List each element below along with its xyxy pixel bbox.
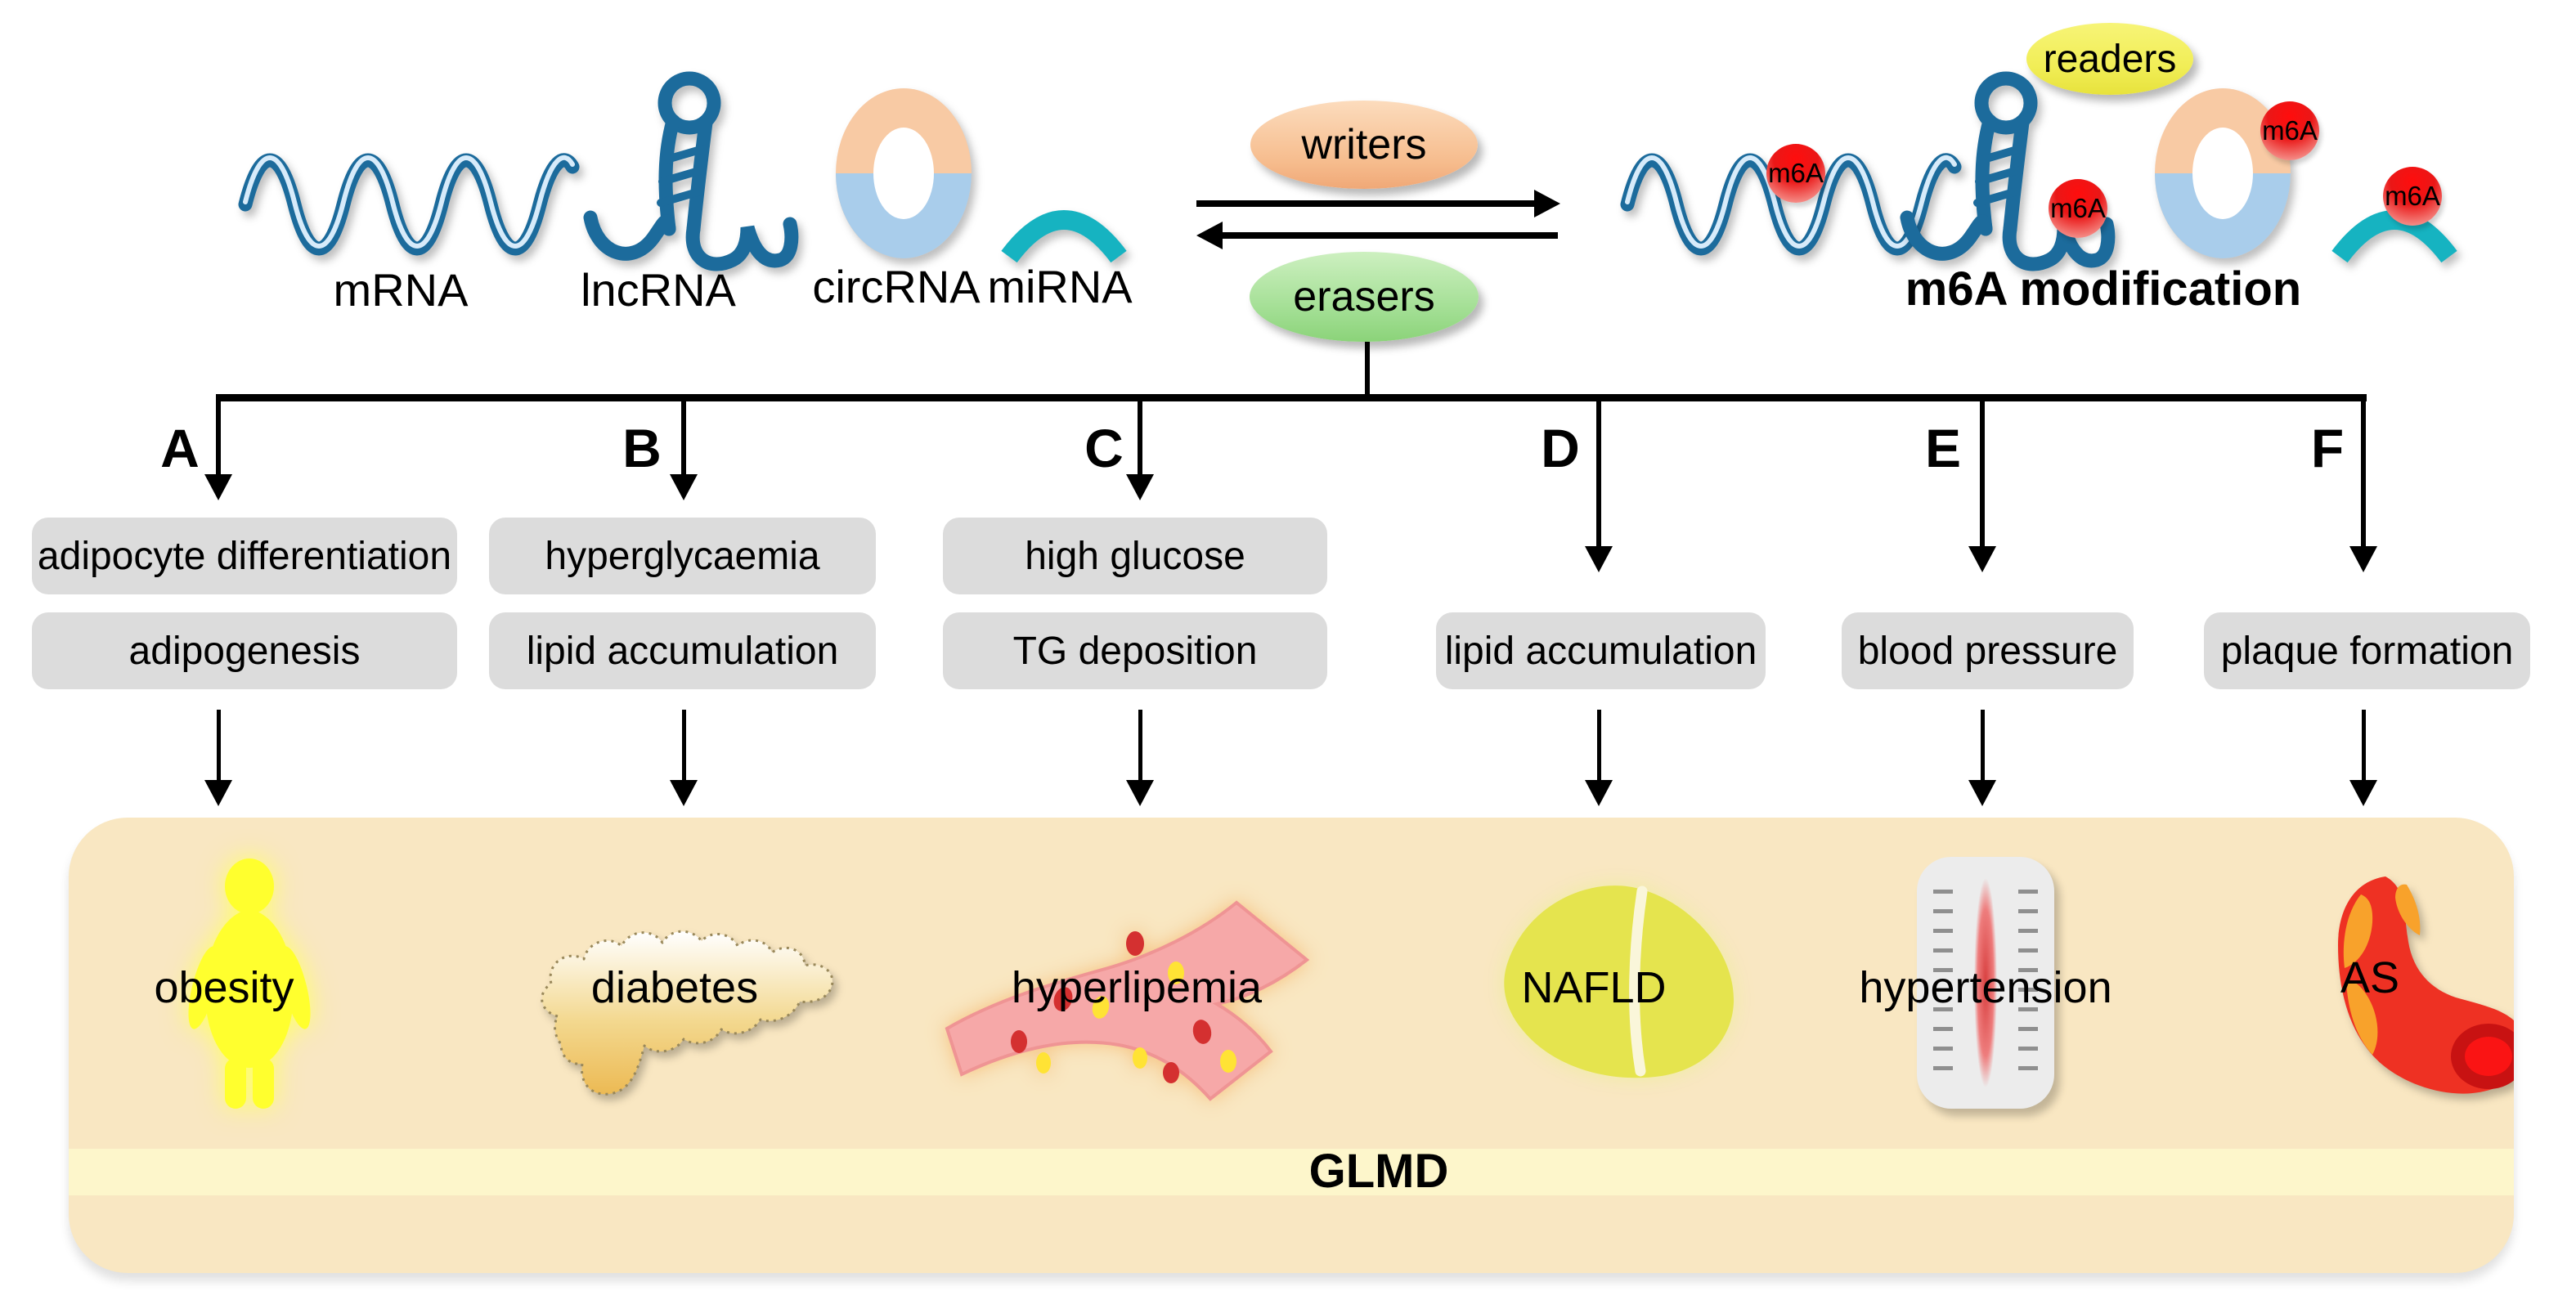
branch-arrow-f-icon xyxy=(2349,546,2377,572)
branch-letter-e: E xyxy=(1924,418,1962,478)
effect-box: adipocyte differentiation xyxy=(32,518,457,594)
m6a-ball-icon: m6A xyxy=(2049,179,2107,238)
panel-arrow-head-icon xyxy=(1126,780,1154,806)
nafld-liver-icon xyxy=(1504,885,1735,1078)
branch-line-f xyxy=(2361,394,2366,548)
obesity-label: obesity xyxy=(154,963,294,1012)
tree-crossbar xyxy=(218,394,2367,401)
panel-arrow-line xyxy=(682,710,686,782)
lncrna-icon xyxy=(583,71,799,271)
circrna-modified-icon xyxy=(2155,88,2291,258)
glmd-label: GLMD xyxy=(1308,1145,1449,1198)
effect-box: lipid accumulation xyxy=(1436,612,1766,689)
branch-line-b xyxy=(681,394,686,476)
branch-arrow-b-icon xyxy=(670,474,698,500)
diabetes-label: diabetes xyxy=(590,963,759,1012)
m6a-ball-icon: m6A xyxy=(2260,101,2319,160)
m6a-tag: m6A xyxy=(2385,181,2440,211)
as-artery-icon xyxy=(2338,876,2514,1094)
hypertension-label: hypertension xyxy=(1859,963,2112,1012)
circrna-label: circRNA xyxy=(812,261,981,312)
branch-line-c xyxy=(1138,394,1142,476)
mrna-label: mRNA xyxy=(333,264,469,316)
panel-arrow-line xyxy=(217,710,221,782)
forward-arrow-shaft xyxy=(1196,200,1536,207)
branch-arrow-e-icon xyxy=(1968,546,1996,572)
lncrna-label: lncRNA xyxy=(581,264,736,316)
effect-box: adipogenesis xyxy=(32,612,457,689)
panel-arrow-head-icon xyxy=(670,780,698,806)
effect-box: hyperglycaemia xyxy=(489,518,876,594)
branch-letter-d: D xyxy=(1541,418,1580,478)
diabetes-pancreas-icon xyxy=(541,930,834,1096)
hyperlipemia-label: hyperlipemia xyxy=(1011,963,1263,1012)
reverse-arrow-head-icon xyxy=(1196,222,1223,249)
panel-arrow-line xyxy=(1138,710,1142,782)
lncrna-modified-icon xyxy=(1900,71,2116,271)
tree-stem xyxy=(1365,342,1370,397)
obesity-person-icon xyxy=(188,858,311,1109)
branch-arrow-a-icon xyxy=(204,474,232,500)
panel-arrow-head-icon xyxy=(2349,780,2377,806)
effect-box: high glucose xyxy=(943,518,1327,594)
mrna-modified-icon xyxy=(1620,153,1962,256)
effect-box: lipid accumulation xyxy=(489,612,876,689)
branch-letter-b: B xyxy=(622,418,662,478)
panel-arrow-head-icon xyxy=(204,780,232,806)
circrna-icon xyxy=(836,88,972,258)
nafld-label: NAFLD xyxy=(1521,963,1667,1012)
gauge-ticks-right-icon xyxy=(2018,890,2038,1082)
m6a-modification-caption: m6A modification xyxy=(1905,262,2302,316)
branch-letter-a: A xyxy=(160,418,200,478)
forward-arrow-head-icon xyxy=(1534,190,1560,217)
m6a-tag: m6A xyxy=(2262,115,2318,146)
panel-arrow-line xyxy=(1981,710,1985,782)
panel-arrow-line xyxy=(2362,710,2366,782)
hypertension-gauge-icon xyxy=(1917,857,2054,1109)
effect-box: plaque formation xyxy=(2204,612,2530,689)
glmd-band xyxy=(69,1149,2514,1195)
hyperlipemia-vessel-icon xyxy=(945,900,1310,1101)
erasers-label: erasers xyxy=(1293,273,1435,321)
reverse-arrow-shaft xyxy=(1221,232,1558,239)
m6a-tag: m6A xyxy=(1768,158,1824,188)
writers-label: writers xyxy=(1301,121,1427,168)
mirna-label: miRNA xyxy=(987,261,1133,312)
branch-arrow-d-icon xyxy=(1585,546,1613,572)
writers-oval: writers xyxy=(1250,101,1478,189)
branch-line-e xyxy=(1980,394,1985,548)
m6a-ball-icon: m6A xyxy=(1766,144,1825,203)
mirna-icon xyxy=(1001,210,1127,263)
branch-line-d xyxy=(1596,394,1601,548)
panel-arrow-head-icon xyxy=(1968,780,1996,806)
branch-line-a xyxy=(216,394,221,476)
effect-box: TG deposition xyxy=(943,612,1327,689)
branch-arrow-c-icon xyxy=(1126,474,1154,500)
branch-letter-f: F xyxy=(2310,418,2345,478)
readers-oval: readers xyxy=(2026,23,2193,95)
effect-box: blood pressure xyxy=(1842,612,2134,689)
panel-arrow-line xyxy=(1597,710,1601,782)
m6a-tag: m6A xyxy=(2050,193,2106,223)
glmd-panel: GLMD obesity diabete xyxy=(69,818,2514,1273)
branch-letter-c: C xyxy=(1084,418,1124,478)
m6a-ball-icon: m6A xyxy=(2383,167,2442,226)
gauge-mercury-icon xyxy=(1974,878,1997,1087)
as-label: AS xyxy=(2340,953,2400,1002)
panel-arrow-head-icon xyxy=(1585,780,1613,806)
erasers-oval: erasers xyxy=(1250,252,1479,342)
readers-label: readers xyxy=(2043,37,2177,81)
gauge-ticks-left-icon xyxy=(1933,890,1953,1082)
mrna-icon xyxy=(238,153,580,256)
